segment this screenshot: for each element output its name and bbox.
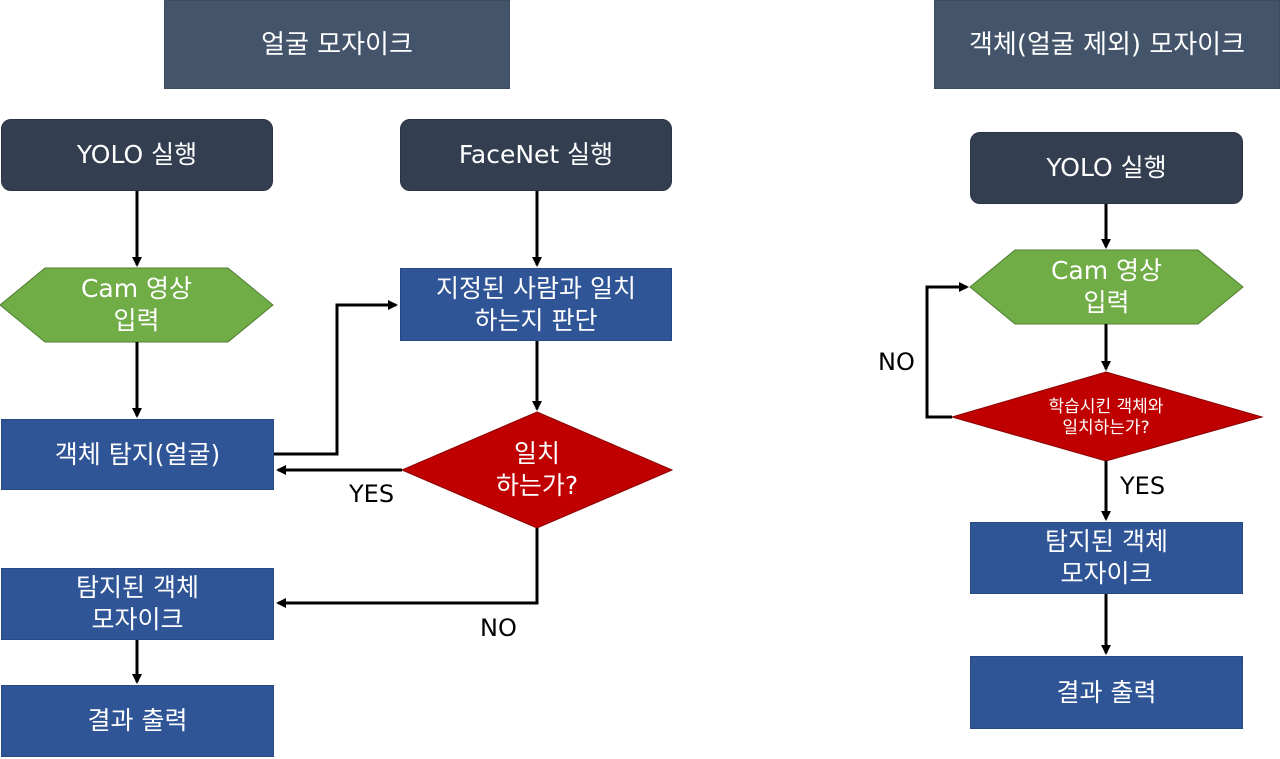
- right-cam-input-label: Cam 영상 입력: [1050, 256, 1163, 317]
- left-mosaic-box: 탐지된 객체 모자이크: [1, 568, 274, 640]
- left-yes-label: YES: [349, 480, 395, 508]
- left-judge-box: 지정된 사람과 일치 하는지 판단: [400, 268, 672, 341]
- left-facenet-box: FaceNet 실행: [400, 119, 672, 191]
- arrow-right-match-no-loop: [925, 282, 969, 419]
- arrow-match-no-to-mosaic: [276, 528, 539, 608]
- left-cam-input-shape: [0, 267, 274, 343]
- left-cam-input-label: Cam 영상 입력: [80, 274, 193, 335]
- right-mosaic-box: 탐지된 객체 모자이크: [970, 522, 1243, 594]
- right-yes-label: YES: [1120, 472, 1166, 500]
- left-yolo-box: YOLO 실행: [1, 119, 273, 191]
- right-no-label: NO: [878, 348, 915, 376]
- right-cam-input-shape: [969, 249, 1244, 325]
- left-output-box: 결과 출력: [1, 685, 274, 757]
- left-detect-box: 객체 탐지(얼굴): [1, 419, 274, 490]
- right-title: 객체(얼굴 제외) 모자이크: [934, 0, 1280, 89]
- right-yolo-box: YOLO 실행: [970, 132, 1243, 204]
- right-match-label: 학습시킨 객체와 일치하는가?: [1048, 397, 1164, 438]
- left-no-label: NO: [480, 614, 517, 642]
- left-match-label: 일치 하는가?: [495, 439, 579, 500]
- arrow-detect-to-judge: [274, 300, 398, 456]
- right-output-box: 결과 출력: [970, 656, 1243, 729]
- left-title: 얼굴 모자이크: [164, 0, 510, 89]
